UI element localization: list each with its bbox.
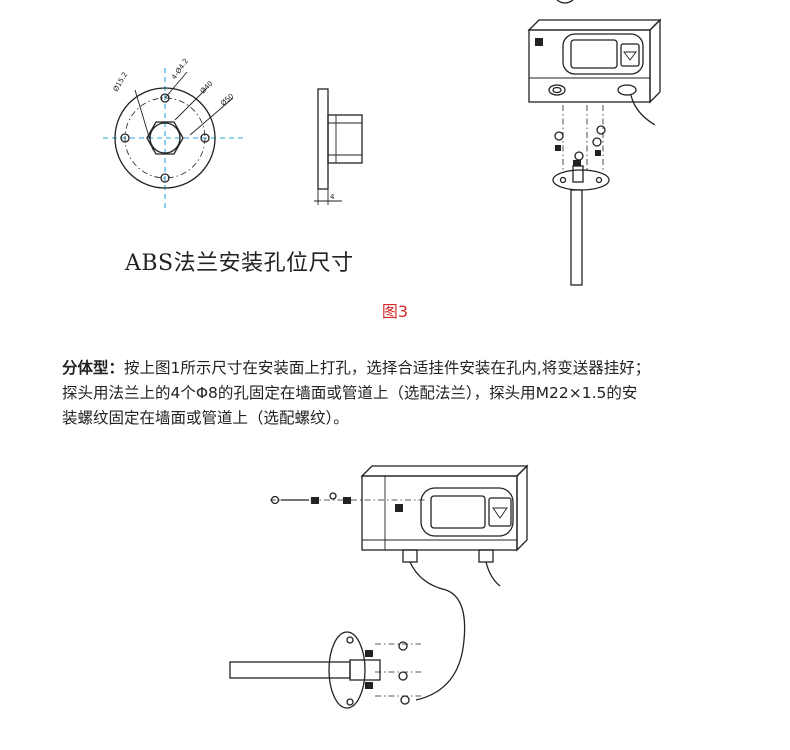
- dim-d50: Ø50: [219, 92, 235, 107]
- description-line-1: 按上图1所示尺寸在安装面上打孔，选择合适挂件安装在孔内,将变送器挂好；: [124, 359, 651, 377]
- description-line-2: 探头用法兰上的4个Φ8的孔固定在墙面或管道上（选配法兰），探头用M22×1.5的…: [62, 384, 638, 402]
- flange-side-drawing: 4: [314, 88, 363, 205]
- dim-d40: Ø40: [199, 80, 215, 96]
- description-paragraph: 分体型：按上图1所示尺寸在安装面上打孔，选择合适挂件安装在孔内,将变送器挂好； …: [62, 356, 752, 431]
- flange-caption: ABS法兰安装孔位尺寸: [125, 251, 354, 276]
- description-line-3: 装螺纹固定在墙面或管道上（选配螺纹）。: [62, 409, 349, 427]
- dim-d152: Ø15.2: [112, 71, 129, 93]
- integrated-transmitter-illustration: [527, 0, 662, 286]
- dim-4phi42: 4-Ø4.2: [170, 57, 190, 81]
- flange-front-drawing: Ø15.2 4-Ø4.2 Ø40 Ø50: [103, 57, 245, 210]
- figure-label: 图3: [381, 302, 409, 321]
- description-lead: 分体型：: [62, 359, 125, 377]
- dim-thickness: 4: [330, 193, 335, 201]
- split-transmitter-illustration: [229, 464, 529, 709]
